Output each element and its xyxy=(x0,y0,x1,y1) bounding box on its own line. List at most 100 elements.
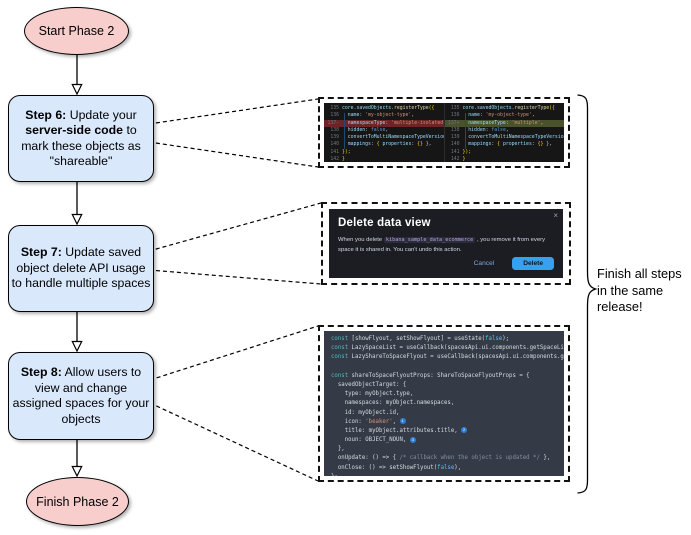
text-segment: Step 6: xyxy=(25,107,67,122)
modal-screenshot-panel: Delete data view × When you delete kiban… xyxy=(321,202,571,285)
text-segment: . xyxy=(474,106,477,111)
line-number: 135 xyxy=(330,106,339,111)
code-line: 136 name: 'my-object-type', xyxy=(445,112,565,119)
text-segment: properties xyxy=(382,142,412,148)
code-line: 139 convertToMultiNamespaceTypeVersion: … xyxy=(445,134,564,141)
line-number: 140 xyxy=(450,142,460,148)
cancel-button[interactable]: Cancel xyxy=(468,259,501,268)
code-line: const shareToSpaceFlyoutProps: ShareToSp… xyxy=(331,372,564,381)
callout-connector xyxy=(148,98,319,125)
step8-label: Step 8: Allow users to view and change a… xyxy=(11,365,151,427)
flow-arrowhead xyxy=(71,213,83,226)
text-segment: namespaceType xyxy=(462,120,506,126)
brace-label-line: Finish all steps xyxy=(597,266,682,281)
text-segment: : xyxy=(531,142,538,148)
callout-connector xyxy=(149,402,319,482)
code-line: id: myObject.id, xyxy=(331,409,564,418)
text-segment: name xyxy=(462,113,480,119)
text-segment: }, xyxy=(543,142,553,148)
text-segment: const xyxy=(331,372,349,379)
text-segment: registerType xyxy=(514,106,550,111)
code-line: onClose: () => setShowFlyout(false), xyxy=(331,464,564,473)
text-segment: , xyxy=(531,113,535,119)
code-line: 136 name: 'my-object-type', xyxy=(324,112,444,119)
code-line: const LazyShareToSpaceFlyout = useCallba… xyxy=(331,353,564,362)
text-segment: : xyxy=(359,113,366,119)
code-line: const [showFlyout, setShowFlyout] = useS… xyxy=(331,335,564,344)
text-segment: Update your xyxy=(66,107,137,122)
code-line: 142} xyxy=(324,156,444,162)
brace-label-line: release! xyxy=(597,299,643,314)
text-segment: {} xyxy=(537,142,544,148)
text-segment: : xyxy=(385,120,392,126)
text-segment: Step 7: xyxy=(20,245,62,260)
text-segment: server-side code xyxy=(25,123,124,137)
modal-footer: Cancel Delete xyxy=(468,257,554,270)
text-segment: const xyxy=(331,345,349,352)
text-segment: const xyxy=(331,354,349,361)
text-segment: }; xyxy=(331,474,338,476)
text-segment: false xyxy=(437,464,455,471)
finish-node-label: Finish Phase 2 xyxy=(36,494,119,509)
code-editor: const [showFlyout, setShowFlyout] = useS… xyxy=(324,331,564,476)
callout-connector xyxy=(148,202,322,252)
text-segment: properties xyxy=(502,142,532,148)
code-line: }, xyxy=(331,445,564,454)
start-node-label: Start Phase 2 xyxy=(38,24,115,38)
text-segment: When you delete xyxy=(338,237,384,243)
text-segment: convertToMultiNamespaceTypeVersion xyxy=(462,135,564,141)
modal-close-icon[interactable]: × xyxy=(553,211,558,220)
text-segment: to mark these objects as "shareable" xyxy=(21,123,141,168)
code-line: icon: 'beaker', 1 xyxy=(331,418,564,427)
line-number: 136 xyxy=(450,113,460,119)
flow-arrowhead xyxy=(71,340,83,353)
text-segment: LazySpaceList = useCallback(spacesApi.ui… xyxy=(348,345,564,352)
code-line: noun: OBJECT_NOUN, 3 xyxy=(331,436,564,445)
flow-arrowhead xyxy=(71,465,83,478)
code-line: 140 mappings: { properties: {} }, xyxy=(324,141,444,148)
code-line: 137- namespaceType: 'multiple-isolated', xyxy=(324,119,444,127)
code-line: type: myObject.type, xyxy=(331,390,564,399)
annotation-badge: 3 xyxy=(409,436,416,443)
text-segment: Step 8: xyxy=(20,365,62,379)
delete-button[interactable]: Delete xyxy=(512,257,554,270)
annotation-badge: 1 xyxy=(399,418,406,425)
text-segment: onClose: () => setShowFlyout( xyxy=(331,464,438,471)
code-screenshot-panel: const [showFlyout, setShowFlyout] = useS… xyxy=(318,325,570,482)
text-segment: , you remove it from every space it is s… xyxy=(338,237,546,253)
line-number: 136 xyxy=(330,113,339,119)
code-line: onUpdate: () => { /* callback when the o… xyxy=(331,454,564,463)
text-segment: noun: OBJECT_NOUN, xyxy=(331,437,410,444)
text-segment: Allow users to view and change assigned … xyxy=(12,365,150,426)
text-segment: /* callback when the object is updated *… xyxy=(399,455,540,462)
callout-connector xyxy=(149,325,319,381)
code-line: const LazySpaceList = useCallback(spaces… xyxy=(331,344,564,353)
code-line: namespaces: myObject.namespaces, xyxy=(331,399,564,408)
text-segment: , xyxy=(385,127,389,133)
callout-connector xyxy=(148,269,322,285)
step7-node: Step 7: Update saved object delete API u… xyxy=(8,225,154,312)
text-segment: [showFlyout, setShowFlyout] = useState( xyxy=(348,336,486,342)
text-segment: 'my-object-type' xyxy=(485,113,532,119)
text-segment: : xyxy=(505,120,512,126)
code-line: }; xyxy=(331,473,564,476)
code-line xyxy=(331,363,564,372)
code-line: 137+ namespaceType: 'multiple', xyxy=(444,119,564,127)
text-segment: false xyxy=(491,127,506,133)
text-segment: onUpdate: () => { xyxy=(331,455,400,462)
line-number: 139 xyxy=(330,135,339,141)
text-segment: { xyxy=(376,142,383,148)
text-segment: , xyxy=(540,120,544,126)
line-number: 138 xyxy=(450,127,460,133)
modal-title: Delete data view xyxy=(338,217,431,229)
step6-label: Step 6: Update your server-side code to … xyxy=(11,108,151,170)
line-number: 142 xyxy=(330,157,339,162)
text-segment: hidden xyxy=(462,127,486,133)
callout-connector xyxy=(148,141,319,168)
text-segment: { xyxy=(497,142,503,148)
